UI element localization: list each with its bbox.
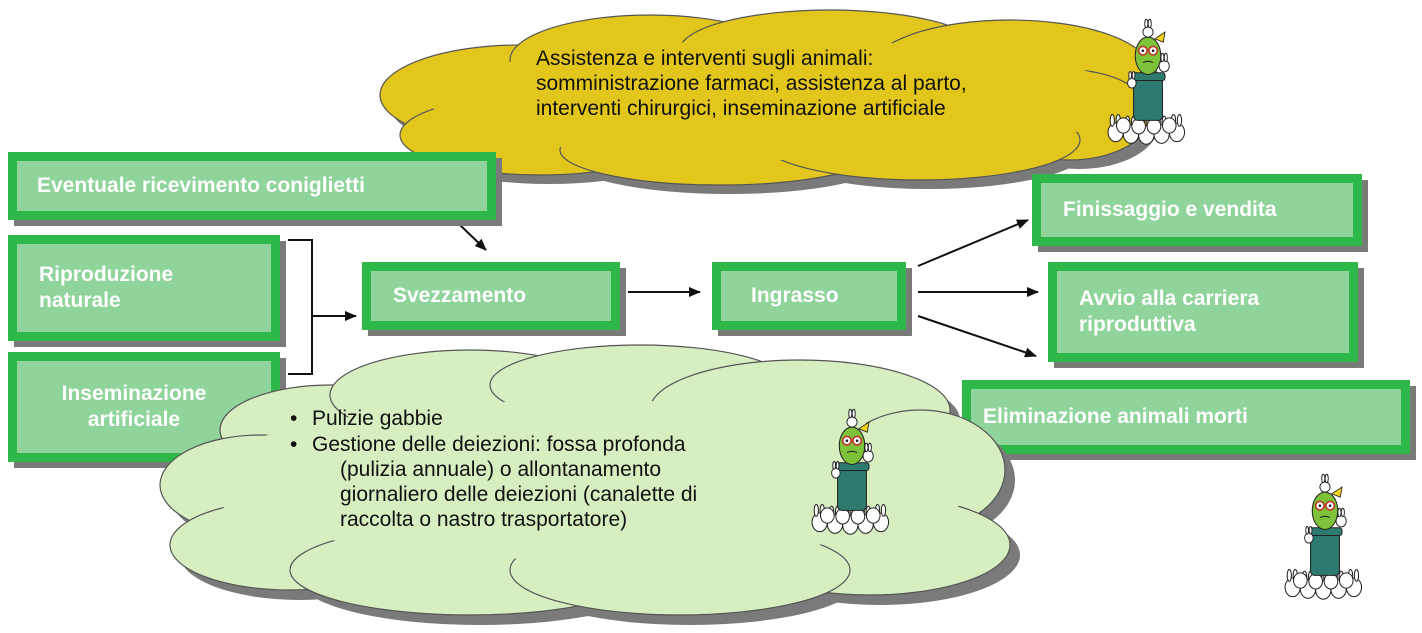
box-avvio-line-1: Avvio alla carriera: [1079, 287, 1260, 310]
bullet-2-line-1: Gestione delle deiezioni: fossa profonda: [312, 433, 686, 456]
box-inseminazione-artificiale: Inseminazione artificiale: [8, 352, 280, 462]
box-riproduzione-naturale: Riproduzione naturale: [8, 235, 280, 341]
box-inseminazione-line-1: Inseminazione: [61, 382, 207, 405]
yellow-cloud-text: Assistenza e interventi sugli animali: s…: [536, 46, 967, 121]
box-eliminazione-label: Eliminazione animali morti: [983, 405, 1248, 428]
box-riproduzione-line-2: naturale: [39, 289, 121, 312]
box-avvio-line-2: riproduttiva: [1079, 313, 1196, 336]
box-ricevimento-label: Eventuale ricevimento coniglietti: [37, 174, 365, 197]
box-riproduzione-line-1: Riproduzione: [39, 263, 174, 286]
bullet-dot: •: [290, 433, 298, 456]
arrow-ingrasso-eliminazione: [917, 315, 1037, 358]
yellow-cloud-line-2: somministrazione farmaci, assistenza al …: [536, 72, 967, 95]
bullet-2-line-3: giornaliero delle deiezioni (canalette d…: [340, 483, 698, 506]
green-cloud-bullet-2: • Gestione delle deiezioni: fossa profon…: [290, 432, 697, 532]
bullet-2-line-2: (pulizia annuale) o allontanamento: [340, 458, 662, 481]
box-avvio-carriera: Avvio alla carriera riproduttiva: [1048, 262, 1358, 362]
box-ingrasso: Ingrasso: [712, 262, 906, 330]
box-eliminazione-animali: Eliminazione animali morti: [962, 380, 1410, 454]
arrow-ricevimento-svezzamento: [459, 224, 487, 251]
bracket-riproduzione-inseminazione: [288, 239, 313, 375]
bullet-1-text: Pulizie gabbie: [312, 407, 443, 430]
box-ricevimento-coniglietti: Eventuale ricevimento coniglietti: [8, 152, 496, 220]
bullet-dot: •: [290, 407, 298, 430]
box-finissaggio-vendita: Finissaggio e vendita: [1032, 174, 1362, 246]
yellow-cloud-line-1: Assistenza e interventi sugli animali:: [536, 47, 874, 70]
yellow-cloud-line-3: interventi chirurgici, inseminazione art…: [536, 97, 946, 120]
arrow-ingrasso-finissaggio: [917, 219, 1029, 267]
box-inseminazione-line-2: artificiale: [87, 408, 181, 431]
bullet-2-line-4: raccolta o nastro trasportatore): [340, 508, 628, 531]
box-ingrasso-label: Ingrasso: [751, 284, 839, 307]
green-cloud-bullet-1: • Pulizie gabbie: [290, 406, 443, 431]
box-svezzamento: Svezzamento: [362, 262, 620, 330]
box-finissaggio-label: Finissaggio e vendita: [1063, 198, 1277, 221]
box-svezzamento-label: Svezzamento: [393, 284, 527, 307]
flow-arrows: [288, 219, 1039, 375]
